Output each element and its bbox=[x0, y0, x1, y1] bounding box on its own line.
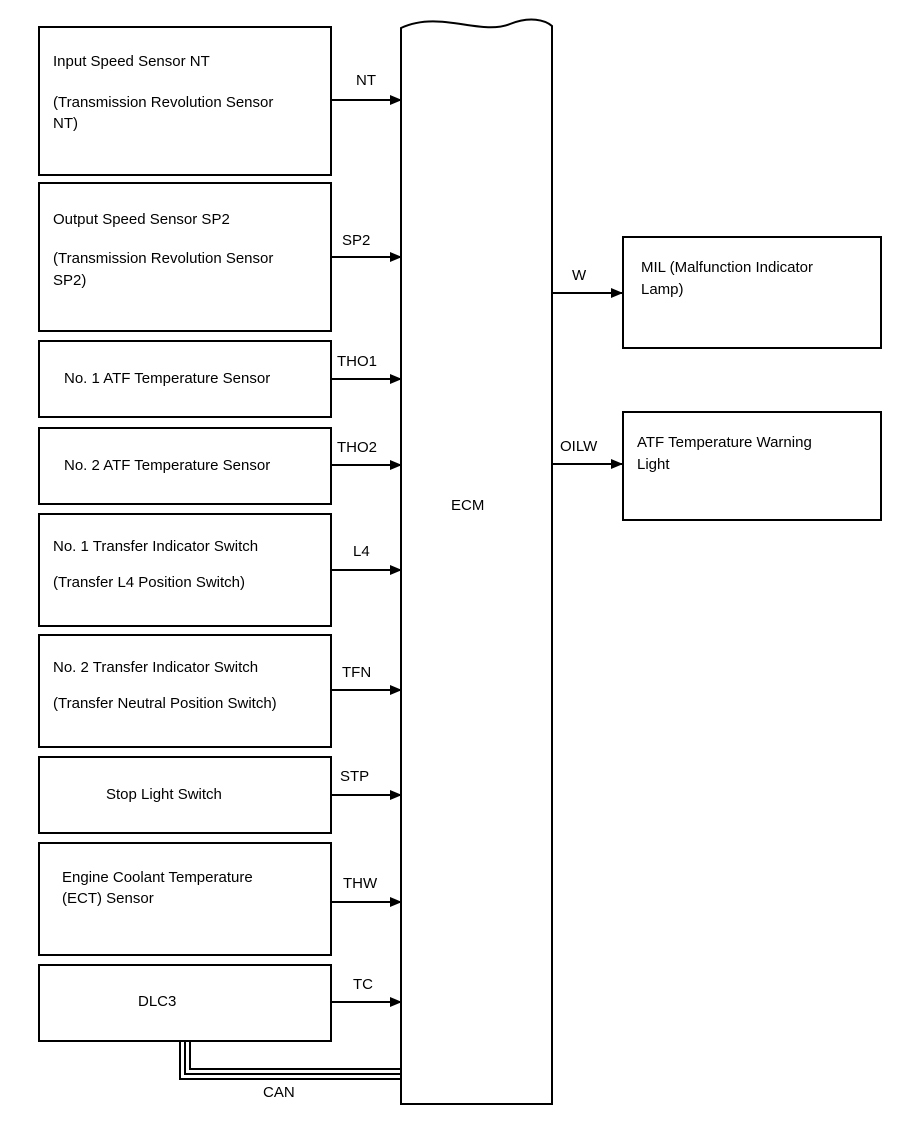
box-label: (ECT) Sensor bbox=[62, 890, 154, 907]
box-label: (Transmission Revolution Sensor bbox=[53, 250, 274, 267]
signal-label: L4 bbox=[353, 543, 370, 560]
box-label: DLC3 bbox=[138, 993, 177, 1010]
box-label: SP2) bbox=[53, 272, 87, 289]
box-label: No. 2 Transfer Indicator Switch bbox=[53, 659, 259, 676]
box-label: No. 1 Transfer Indicator Switch bbox=[53, 538, 259, 555]
can-bus-lines bbox=[179, 1042, 401, 1080]
box-label: Light bbox=[637, 456, 670, 473]
ecm-outline bbox=[400, 18, 553, 1105]
box-label: Output Speed Sensor SP2 bbox=[53, 211, 230, 228]
ecm-label: ECM bbox=[451, 497, 485, 514]
box-label: (Transmission Revolution Sensor bbox=[53, 94, 274, 111]
mil-box: MIL (Malfunction Indicator Lamp) bbox=[622, 236, 882, 349]
ect-sensor-box: Engine Coolant Temperature (ECT) Sensor bbox=[38, 842, 332, 956]
signal-label: THW bbox=[343, 875, 378, 892]
signal-label: THO1 bbox=[337, 353, 378, 370]
transfer-indicator-switch-1-box: No. 1 Transfer Indicator Switch (Transfe… bbox=[38, 513, 332, 627]
signal-label: NT bbox=[356, 72, 376, 89]
input-speed-sensor-box: Input Speed Sensor NT (Transmission Revo… bbox=[38, 26, 332, 176]
dlc3-box: DLC3 bbox=[38, 964, 332, 1042]
signal-label: W bbox=[572, 267, 587, 284]
transfer-indicator-switch-2-box: No. 2 Transfer Indicator Switch (Transfe… bbox=[38, 634, 332, 748]
box-label: No. 2 ATF Temperature Sensor bbox=[64, 457, 271, 474]
signal-label: OILW bbox=[560, 438, 598, 455]
box-label: MIL (Malfunction Indicator bbox=[641, 259, 814, 276]
signal-label: TC bbox=[353, 976, 373, 993]
box-label: Input Speed Sensor NT bbox=[53, 53, 210, 70]
can-label: CAN bbox=[263, 1084, 295, 1101]
box-label: Stop Light Switch bbox=[106, 786, 222, 803]
box-label: (Transfer Neutral Position Switch) bbox=[53, 695, 277, 712]
signal-label: THO2 bbox=[337, 439, 378, 456]
box-label: NT) bbox=[53, 115, 78, 132]
box-label: Engine Coolant Temperature bbox=[62, 869, 253, 886]
signal-label: SP2 bbox=[342, 232, 371, 249]
box-label: Lamp) bbox=[641, 281, 684, 298]
atf-warning-light-box: ATF Temperature Warning Light bbox=[622, 411, 882, 521]
signal-label: TFN bbox=[342, 664, 372, 681]
stop-light-switch-box: Stop Light Switch bbox=[38, 756, 332, 834]
box-label: ATF Temperature Warning bbox=[637, 434, 812, 451]
atf-temp-sensor-2-box: No. 2 ATF Temperature Sensor bbox=[38, 427, 332, 505]
output-speed-sensor-box: Output Speed Sensor SP2 (Transmission Re… bbox=[38, 182, 332, 332]
box-label: No. 1 ATF Temperature Sensor bbox=[64, 370, 271, 387]
signal-label: STP bbox=[340, 768, 370, 785]
atf-temp-sensor-1-box: No. 1 ATF Temperature Sensor bbox=[38, 340, 332, 418]
box-label: (Transfer L4 Position Switch) bbox=[53, 574, 246, 591]
